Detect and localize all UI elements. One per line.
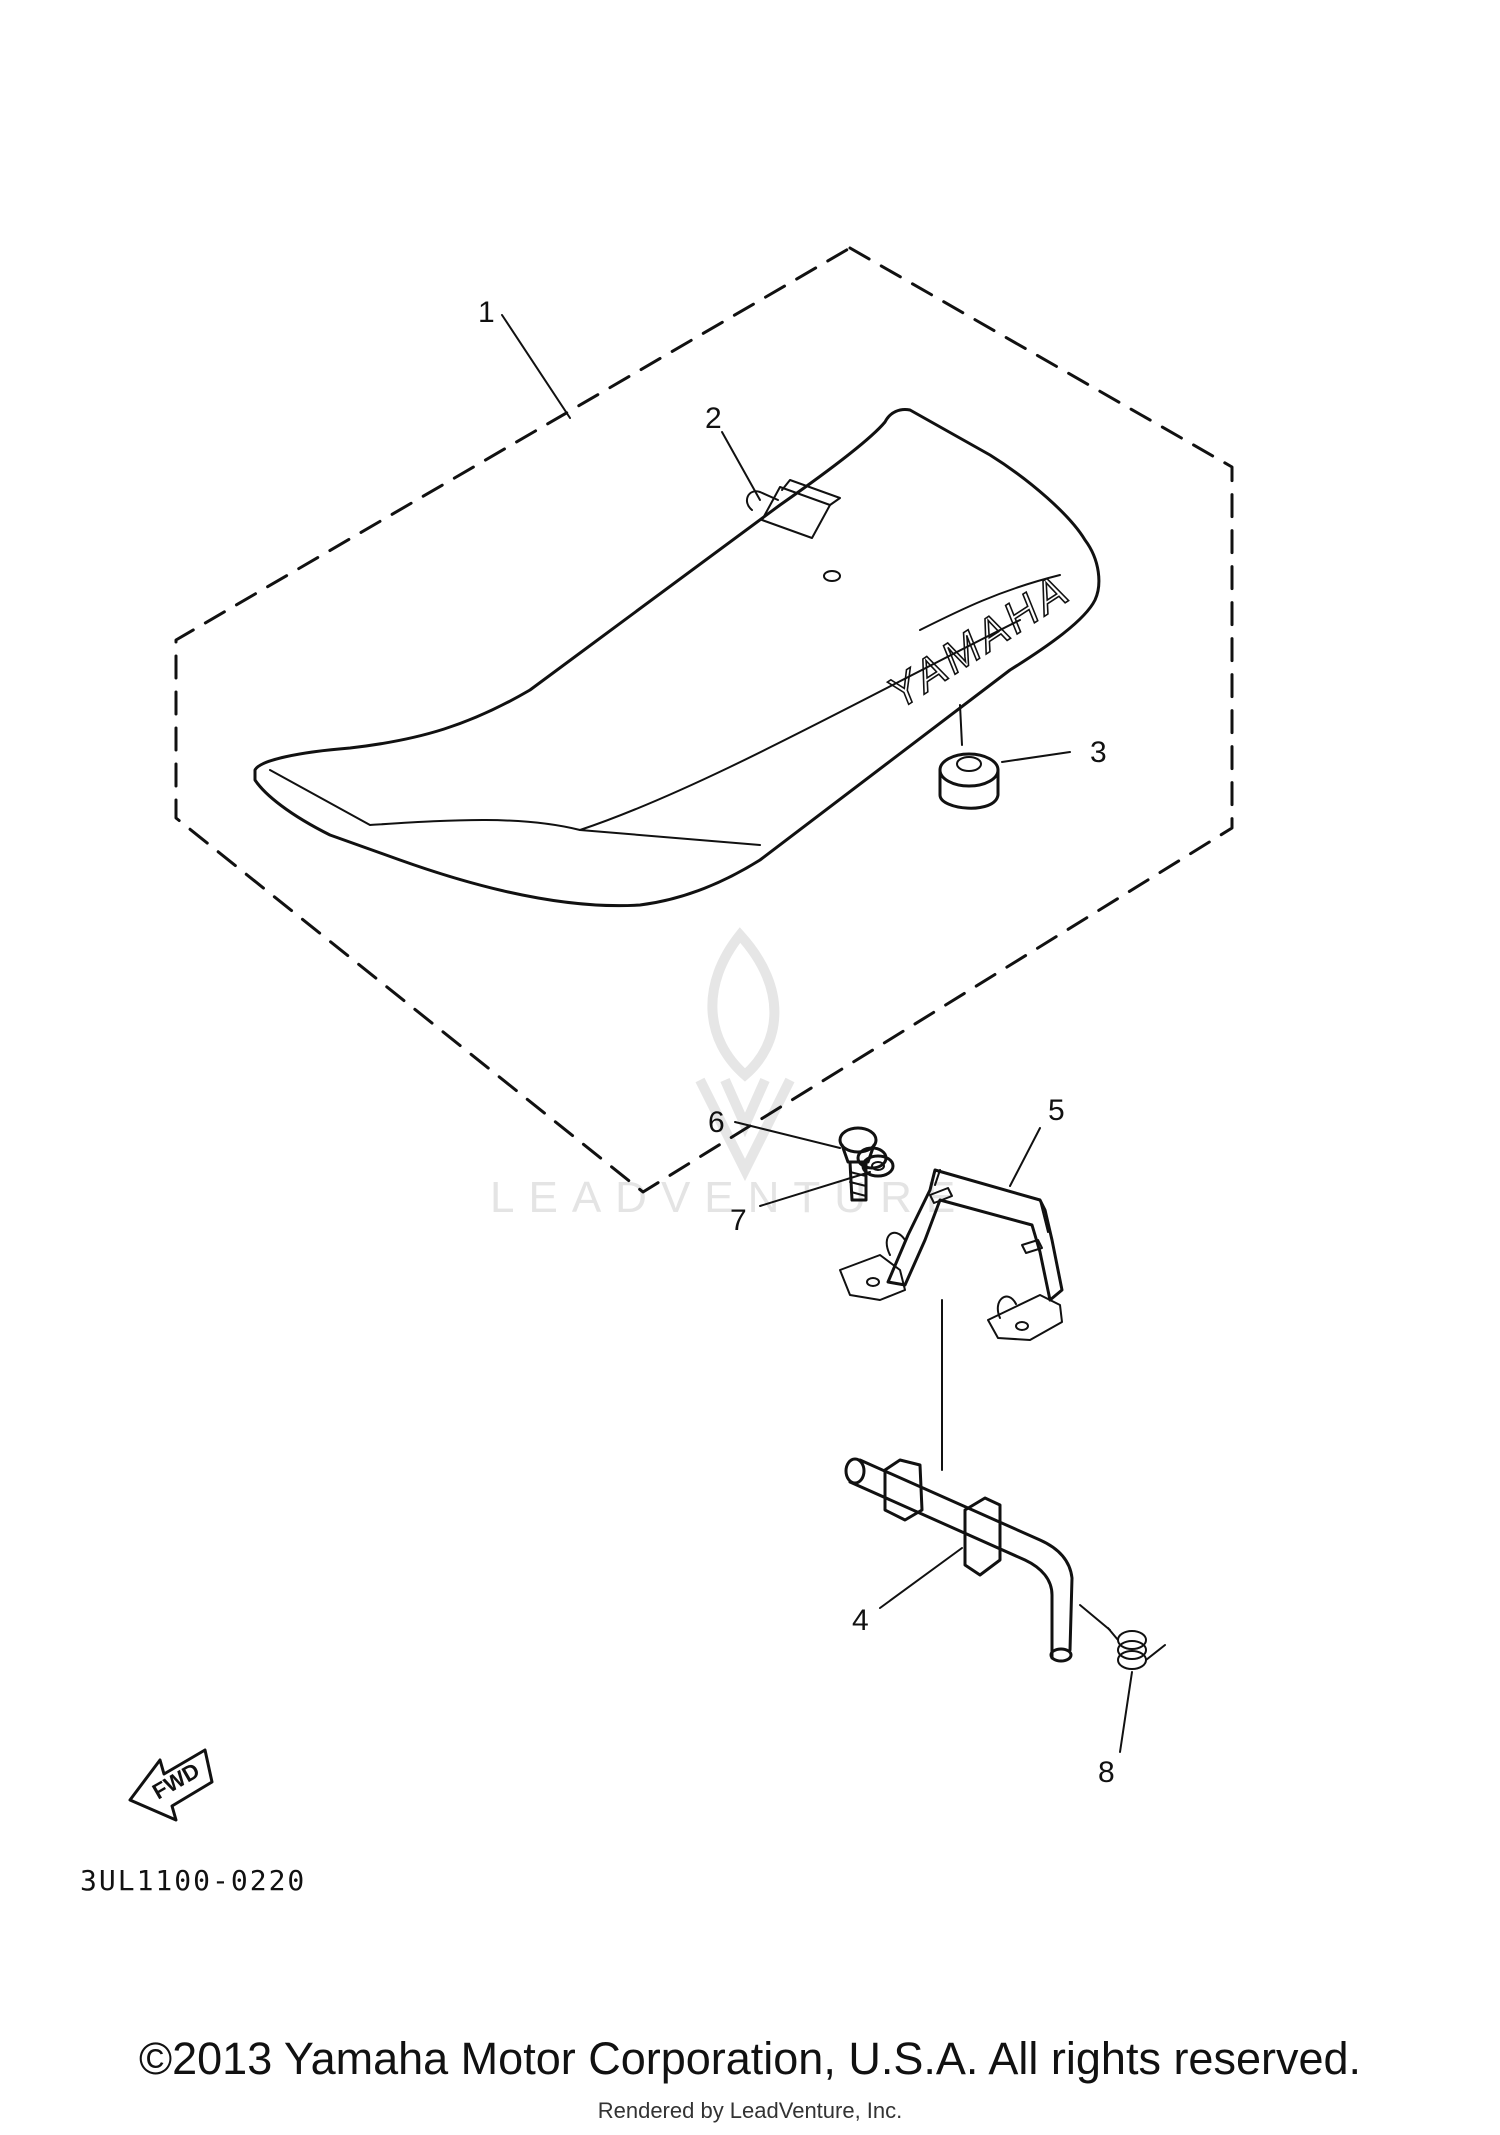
- callout-6: 6: [708, 1106, 725, 1139]
- assembly-boundary: [174, 246, 1234, 1194]
- callout-2: 2: [705, 402, 722, 435]
- watermark-text: LEADVENTURE: [490, 1173, 969, 1222]
- callout-8: 8: [1098, 1756, 1115, 1789]
- copyright-notice: ©2013 Yamaha Motor Corporation, U.S.A. A…: [138, 2033, 1362, 2084]
- spring-part: [1107, 1627, 1166, 1670]
- callout-5: 5: [1048, 1094, 1065, 1127]
- seat-assembly: YAMAHA: [253, 408, 1101, 908]
- bracket-part: [839, 1168, 1064, 1341]
- fwd-arrow-icon: FWD: [128, 1748, 214, 1822]
- diagram-code: 3UL1100-0220: [80, 1864, 306, 1897]
- rendered-by-credit: Rendered by LeadVenture, Inc.: [597, 2098, 903, 2123]
- lock-lever-part: [844, 1457, 1074, 1663]
- watermark-logo: LEADVENTURE: [490, 927, 969, 1222]
- callout-7: 7: [730, 1204, 747, 1237]
- callout-4: 4: [852, 1604, 869, 1637]
- washer-part: [856, 1146, 895, 1178]
- callout-1: 1: [478, 296, 495, 329]
- callout-3: 3: [1090, 736, 1107, 769]
- leader-lines: [501, 314, 1133, 1753]
